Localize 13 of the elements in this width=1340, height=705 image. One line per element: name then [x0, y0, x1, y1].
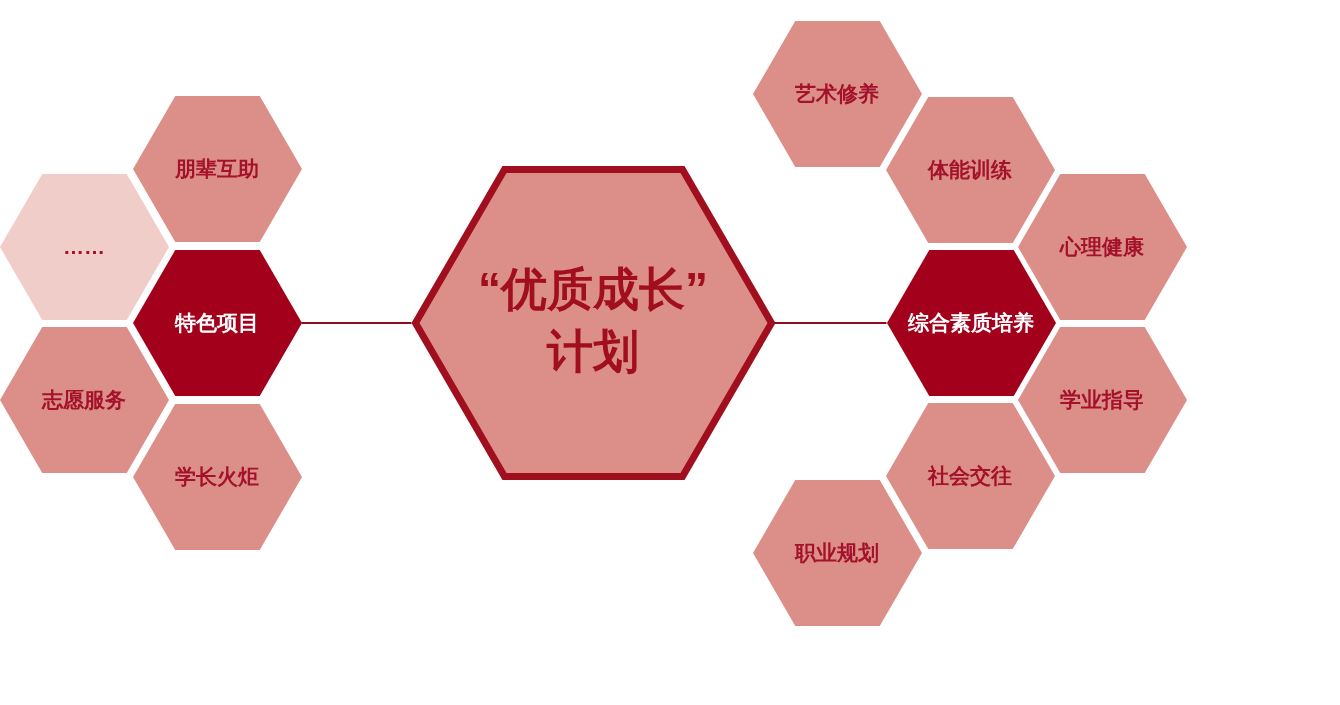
hexagon: 学长火炬	[132, 404, 302, 550]
hexagon: “优质成长”计划	[411, 166, 775, 480]
connector-line	[300, 322, 413, 324]
hexagon: 艺术修养	[752, 21, 922, 167]
hexagon: 综合素质培养	[886, 250, 1056, 396]
connector-line	[773, 322, 888, 324]
hexagon: 体能训练	[885, 97, 1055, 243]
hexagon: 职业规划	[752, 480, 922, 626]
hexagon: 特色项目	[132, 250, 302, 396]
hexagon: 社会交往	[885, 403, 1055, 549]
hexagon: 朋辈互助	[132, 96, 302, 242]
hexagon: ……	[0, 174, 169, 320]
hexagon: 志愿服务	[0, 327, 169, 473]
